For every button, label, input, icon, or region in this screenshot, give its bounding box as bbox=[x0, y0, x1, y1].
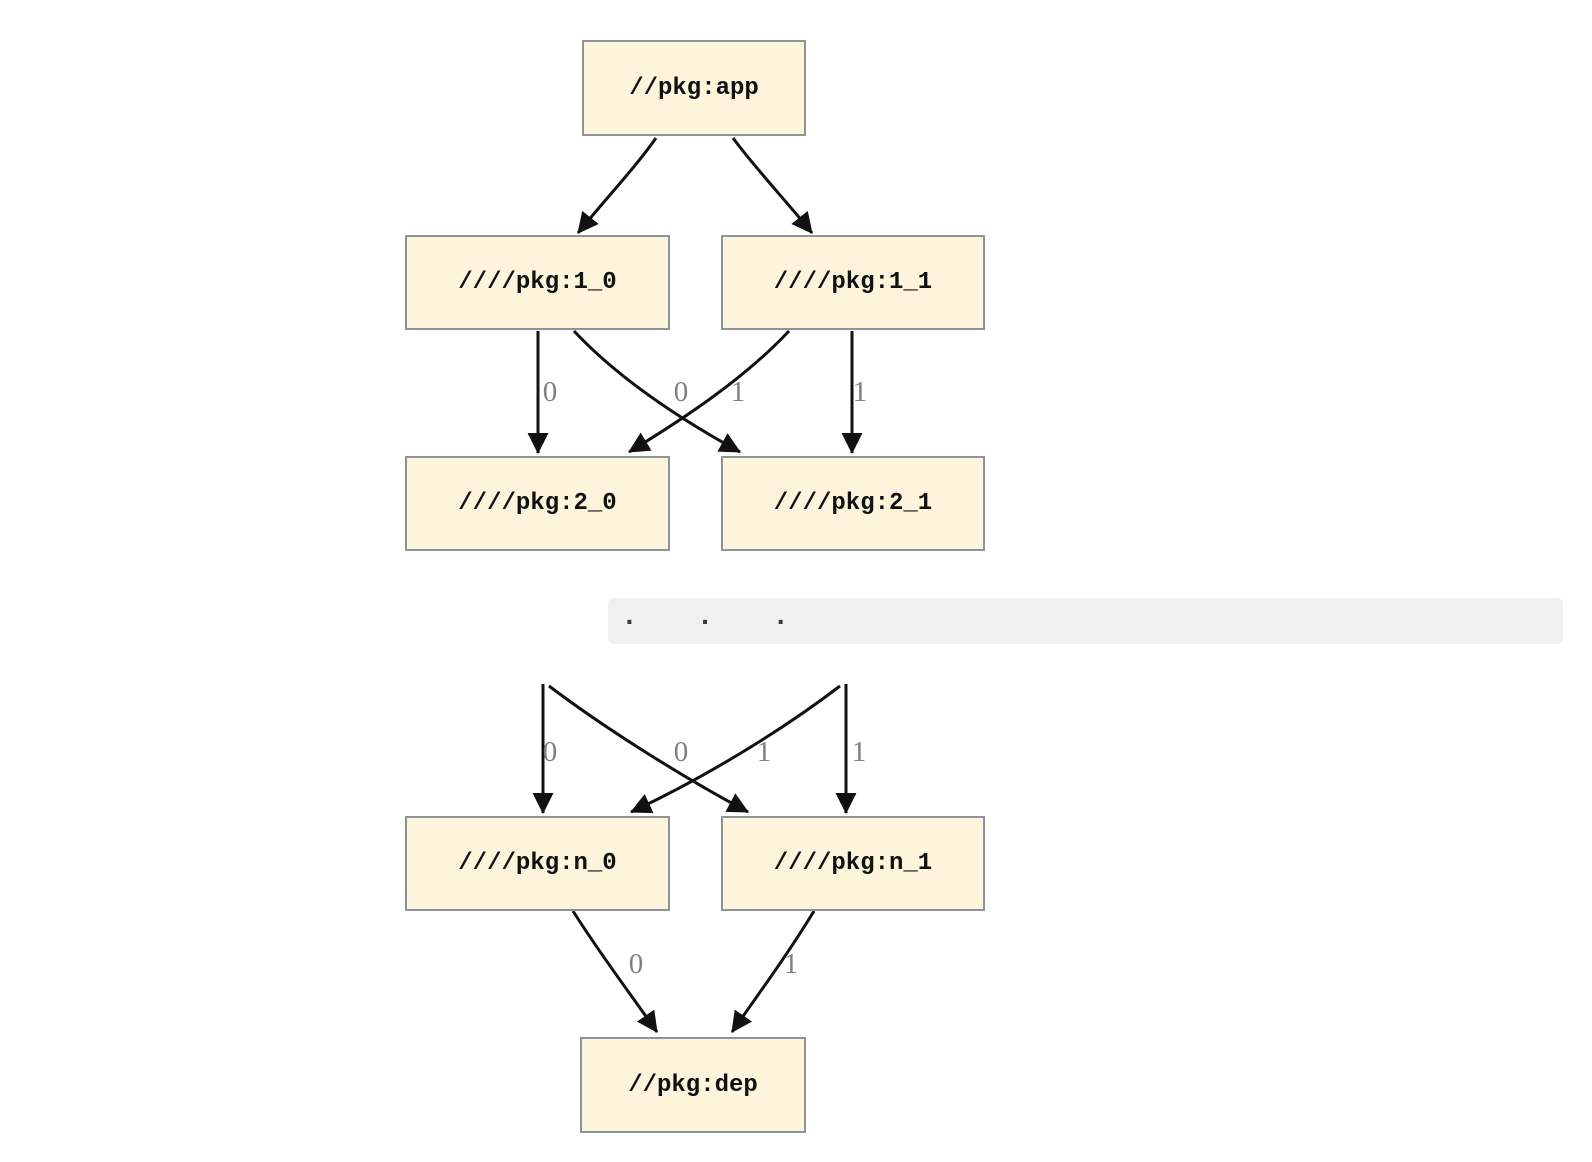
node-pkg-n-0: ////pkg:n_0 bbox=[405, 816, 670, 911]
edge-trunc-to-n-1-cross bbox=[548, 684, 749, 814]
ellipsis-code-block: . . . bbox=[608, 598, 1563, 644]
edge-label: 0 bbox=[629, 948, 644, 980]
edge-app-to-1-0 bbox=[576, 137, 658, 234]
edge-label: 0 bbox=[674, 376, 689, 408]
edge-label: 0 bbox=[543, 376, 558, 408]
node-pkg-n-1: ////pkg:n_1 bbox=[721, 816, 985, 911]
node-pkg-2-1: ////pkg:2_1 bbox=[721, 456, 985, 551]
edge-label: 1 bbox=[731, 376, 746, 408]
node-pkg-1-0: ////pkg:1_0 bbox=[405, 235, 670, 330]
edge-label: 1 bbox=[757, 736, 772, 768]
edge-app-to-1-1 bbox=[731, 137, 814, 234]
edge-label: 0 bbox=[543, 736, 558, 768]
edge-label: 1 bbox=[853, 376, 868, 408]
edge-label: 1 bbox=[852, 736, 867, 768]
edge-trunc-to-n-0-cross bbox=[630, 684, 841, 814]
edge-n-0-to-dep bbox=[571, 910, 659, 1033]
edge-1-1-to-2-0 bbox=[628, 329, 791, 454]
node-pkg-2-0: ////pkg:2_0 bbox=[405, 456, 670, 551]
edge-n-1-to-dep bbox=[730, 910, 816, 1033]
edge-label: 0 bbox=[674, 736, 689, 768]
edge-label: 1 bbox=[784, 948, 799, 980]
node-pkg-1-1: ////pkg:1_1 bbox=[721, 235, 985, 330]
edge-1-0-to-2-1 bbox=[572, 329, 741, 454]
node-pkg-dep: //pkg:dep bbox=[580, 1037, 806, 1133]
ellipsis-dots: . . . bbox=[621, 602, 811, 633]
node-pkg-app: //pkg:app bbox=[582, 40, 806, 136]
